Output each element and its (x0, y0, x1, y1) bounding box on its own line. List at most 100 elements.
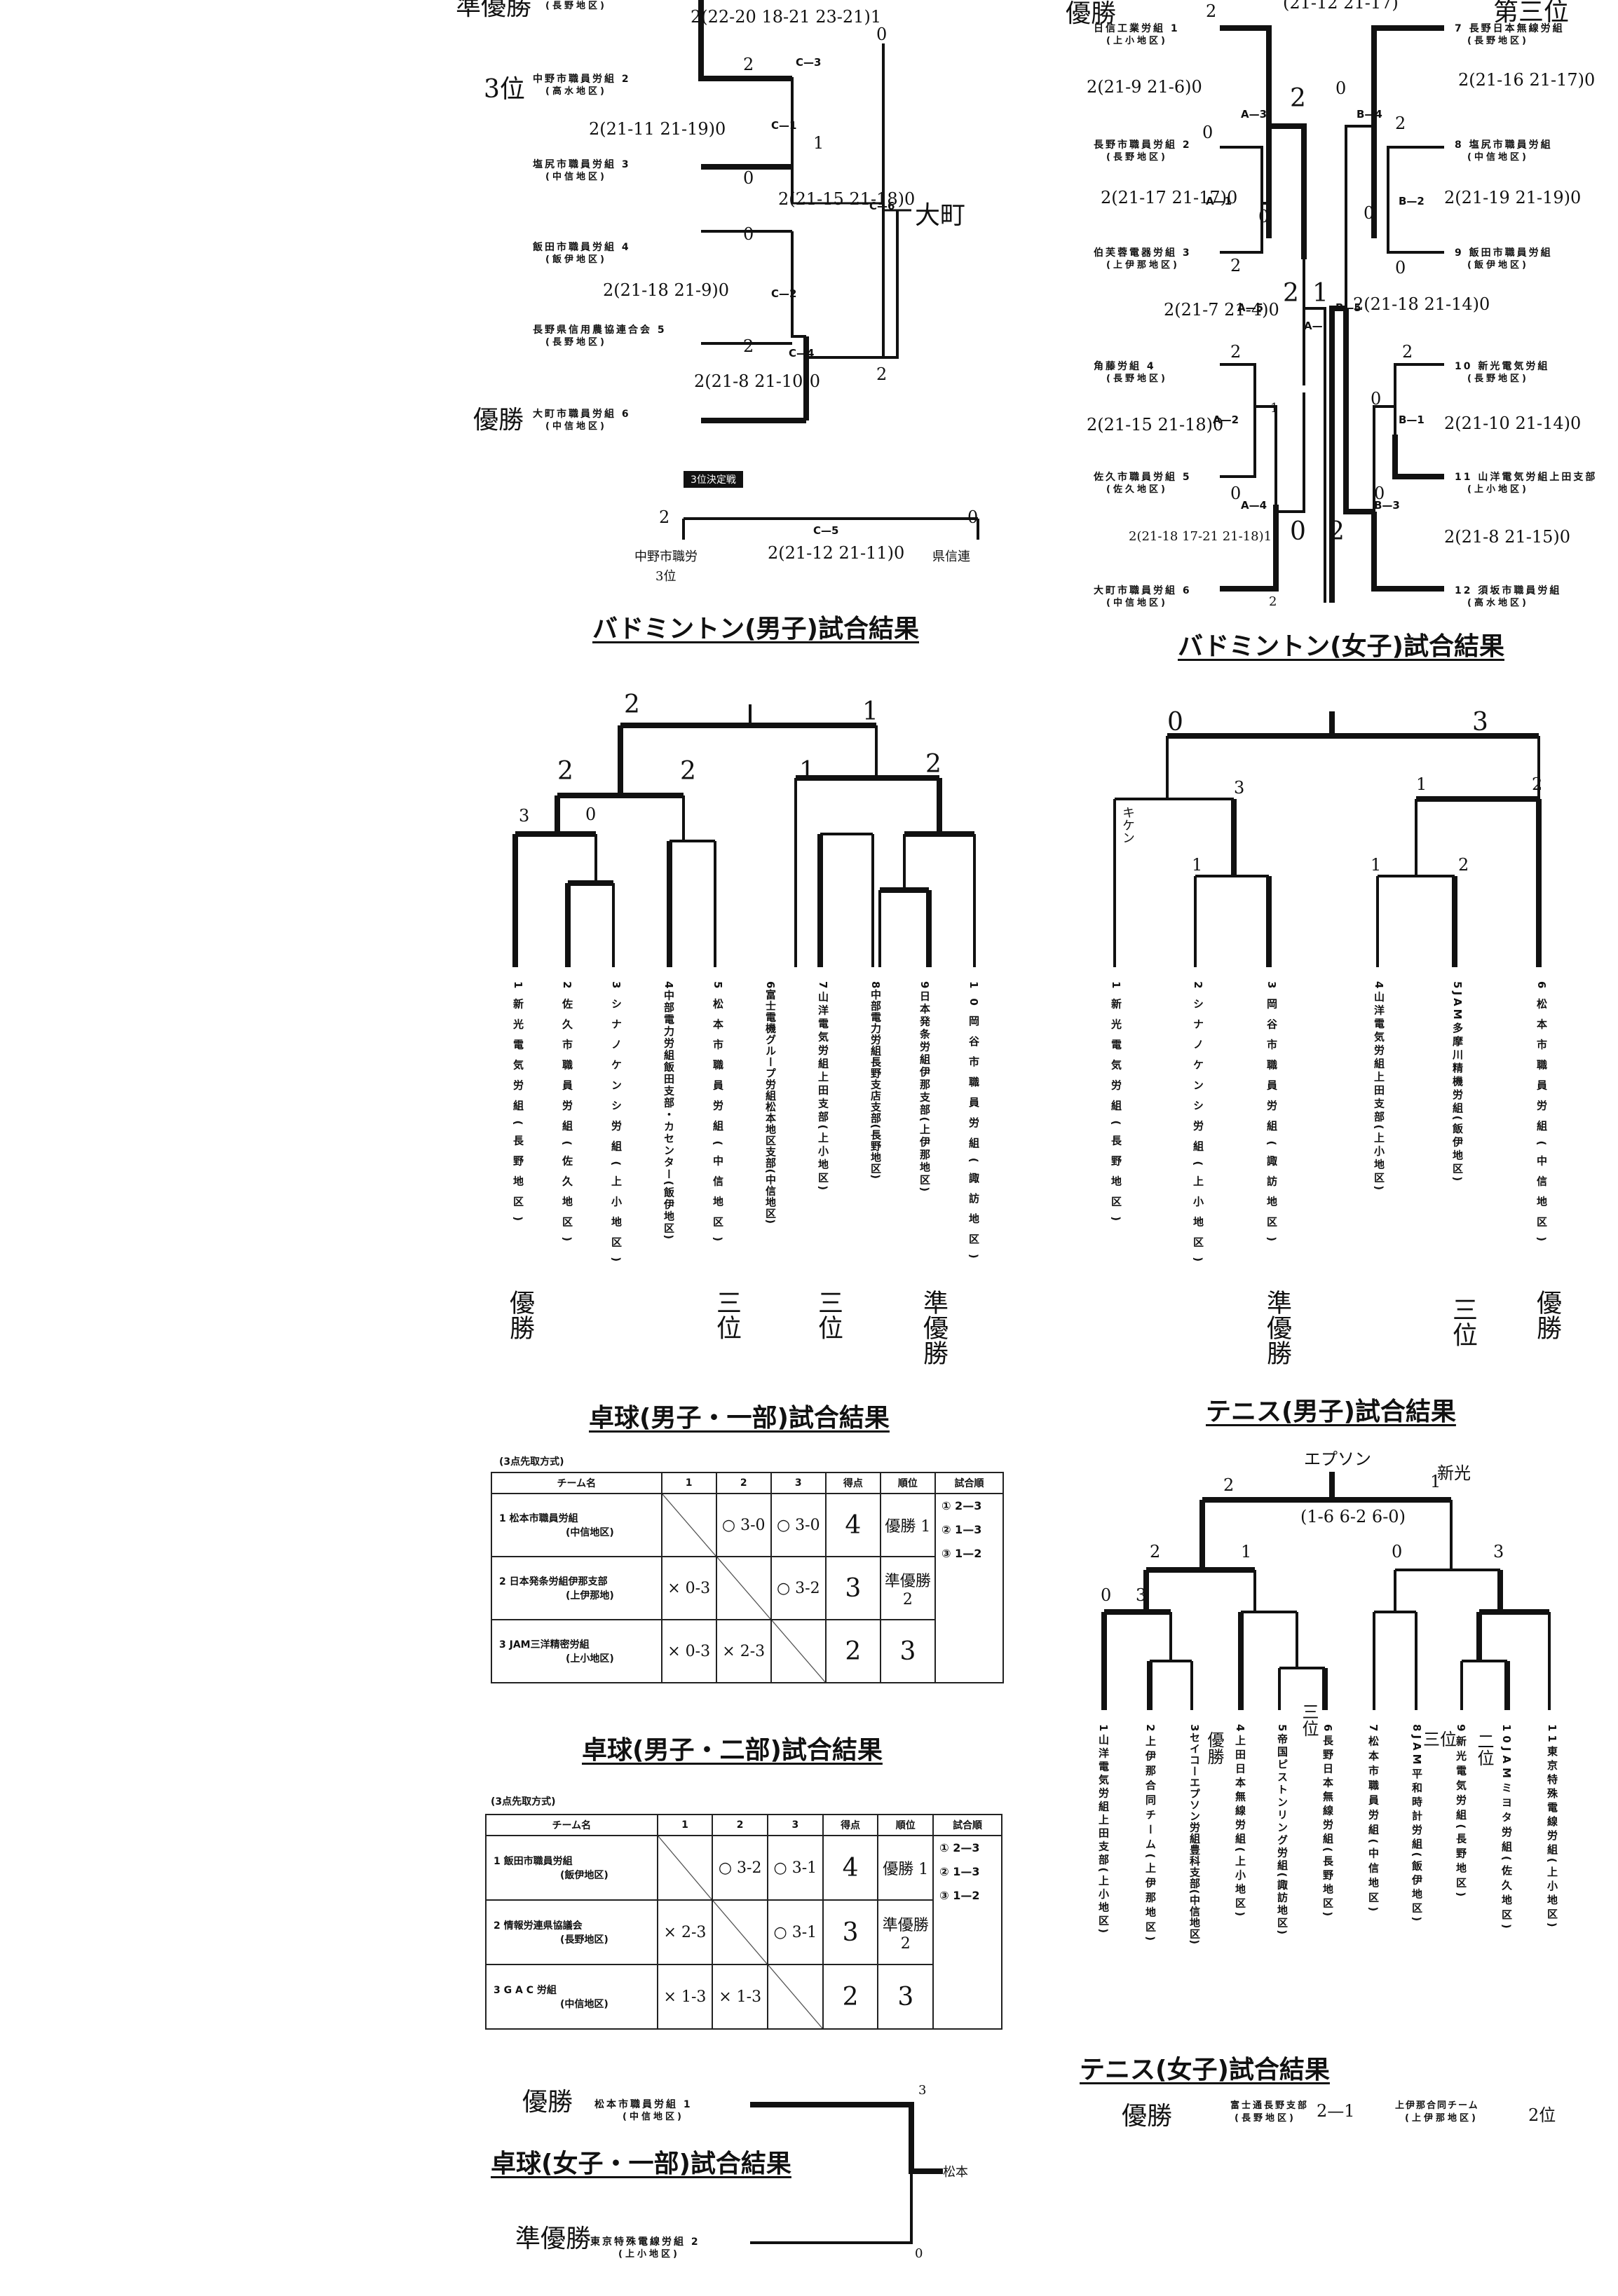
mark: 3 (519, 806, 530, 826)
mark: 0 (585, 805, 597, 824)
team-no: 1 (512, 981, 524, 999)
note-winner: 優勝 (1204, 1731, 1224, 1765)
team-area: (佐久地区) (1106, 484, 1168, 495)
team-name: 長野日本無線労組 (1469, 23, 1565, 34)
team-cell: 2 日本発条労組伊那支部 (上伊那地) (491, 1556, 662, 1620)
team-area: (長野地区) (545, 1, 607, 11)
mark: 3 (1136, 1585, 1147, 1605)
team-name: 帝国ピストンリング労組 (1276, 1733, 1289, 1873)
team-entry: 9新光電気労組(長野地区) (1455, 1724, 1467, 1901)
team-cell: 1 飯田市職員労組(飯伊地区) (485, 1835, 658, 1901)
match-score: 2—1 (1317, 2101, 1355, 2121)
mark: 2 (743, 336, 754, 356)
mark: 2 (743, 55, 754, 74)
rank-cell: 優勝 1 (877, 1835, 934, 1901)
team-name: シナノケンシ労組 (1192, 998, 1204, 1161)
mark: 0 (1290, 517, 1306, 546)
team-area: (上小地区) (817, 1124, 829, 1194)
result-cell: ○ 3-0 (770, 1493, 827, 1557)
team-no: 7 (1367, 1724, 1380, 1736)
team-entry: 5松本市職員労組(中信地区) (712, 981, 724, 1251)
team-area: (佐久地区) (561, 1140, 573, 1252)
team-area: (上小地区) (1192, 1161, 1204, 1272)
badminton-men-bracket (682, 0, 979, 540)
rank-cell: 3 (879, 1619, 936, 1683)
team-name: 佐久市職員労組 (1094, 472, 1177, 483)
team-name: 飯田市職員労組 (533, 242, 616, 253)
team-area: (諏訪地区) (1276, 1872, 1289, 1937)
team-name: 上田日本無線労組 (1234, 1735, 1246, 1847)
team-name: 塩尻市職員労組 (1469, 139, 1553, 151)
mark: 2 (1290, 84, 1306, 113)
order-item: ③ 1—2 (939, 1889, 980, 1902)
mark: 0 (876, 25, 888, 44)
team-no: 2 (561, 981, 573, 999)
match-label: A—3 (1241, 108, 1267, 121)
tt-men-2-title: 卓球(男子・二部)試合結果 (582, 1736, 883, 1765)
order-item: ③ 1—2 (941, 1547, 982, 1560)
team-name: 上伊那合同チーム (1144, 1735, 1157, 1854)
team-no: 11 (1546, 1724, 1558, 1746)
team-entry: 大町市職員労組 6(中信地区) (533, 408, 631, 433)
team-name: 大町市職員労組 (1094, 585, 1177, 596)
team-area: (長野地区) (1455, 1824, 1467, 1901)
note-third: 三位 (1448, 1297, 1477, 1347)
team-name: 新光電気労組 (1110, 998, 1122, 1121)
team-name: 3 G A C 労組 (494, 1985, 557, 1996)
team-name: シナノケンシ労組 (610, 998, 623, 1161)
header-col: 1 (656, 1814, 714, 1836)
team-entry: 2上伊那合同チーム(上伊那地区) (1144, 1724, 1157, 1945)
team-area: (長野地区) (1110, 1120, 1122, 1231)
mark: 0 (1167, 708, 1183, 737)
team-no: 6 (621, 409, 631, 420)
header-rank: 順位 (877, 1814, 934, 1836)
team-entry: 5JAM多摩川精機労組(飯伊地区) (1451, 981, 1464, 1184)
team-name: 富士電機グループ労組松本地区支部 (764, 989, 777, 1169)
score: 2(21-8 21-15)0 (1444, 527, 1570, 547)
mark: 1 (813, 133, 824, 153)
mark: 2 (624, 690, 640, 719)
points-cell: 2 (824, 1619, 881, 1683)
match-label: B—2 (1399, 195, 1425, 207)
team-entry: 大町市職員労組 6(中信地区) (1094, 585, 1192, 610)
order-cell: ① 2—3 ② 1—3 ③ 1—2 (934, 1493, 1005, 1683)
score: 2(21-7 21-4)0 (1164, 300, 1279, 320)
score: (21-12 21-17) (1283, 0, 1399, 13)
team-name: JAM多摩川精機労組 (1451, 991, 1464, 1116)
team-name: 2 日本発条労組伊那支部 (499, 1576, 608, 1587)
team-name: 東京特殊電線労組 (590, 2236, 686, 2248)
team-entry: (長野地区) (533, 0, 607, 13)
team-area: (高水地区) (545, 86, 607, 97)
team-entry: 中野市職員労組 2(高水地区) (533, 73, 631, 98)
team-name: JAMミヨタ労組 (1500, 1747, 1513, 1856)
team-entry: 1山洋電気労組上田支部(上小地区) (1097, 1724, 1110, 1936)
team-no: 9 (918, 981, 931, 991)
team-name: 中部電力労組飯田支部・カセンター (662, 990, 675, 1181)
mark: 2 (1395, 114, 1406, 133)
team-area: (上伊那地区) (1144, 1853, 1157, 1946)
team-area: (上伊那地) (566, 1590, 614, 1601)
team-area: (長野地区) (1321, 1847, 1334, 1920)
tennis-women-bracket (1101, 1472, 1551, 1710)
team-no: 6 (764, 981, 777, 990)
team-name: JAM平和時計労組 (1410, 1735, 1423, 1852)
team-area: (上小地区) (1546, 1857, 1558, 1931)
team-cell: 3 JAM三洋精密労組(上小地区) (491, 1619, 662, 1683)
tt-women-1-bracket (750, 2102, 943, 2244)
order-item: ② 1—3 (939, 1865, 980, 1878)
team-no: 7 (1455, 23, 1464, 34)
team-no: 7 (817, 981, 829, 992)
team-name: 日本発条労組伊那支部 (918, 990, 931, 1117)
team-area: (長野地区) (512, 1120, 524, 1231)
team-area: (上小地区) (1373, 1124, 1385, 1194)
team-entry: 12 須坂市職員労組(高水地区) (1455, 585, 1561, 610)
result-cell: × 2-3 (715, 1619, 772, 1683)
team-name: 松本市職員労組 (712, 998, 724, 1141)
team-entry: 11 山洋電気労組上田支部(上小地区) (1455, 471, 1597, 496)
team-no: 8 (1410, 1724, 1423, 1735)
team-entry: 10 新光電気労組(長野地区) (1455, 360, 1549, 385)
team-area: (飯伊地区) (1451, 1115, 1464, 1184)
header-col: 2 (715, 1472, 772, 1494)
note-runner-up: 準優勝 (919, 1290, 948, 1365)
team-no: 3 (621, 159, 631, 170)
